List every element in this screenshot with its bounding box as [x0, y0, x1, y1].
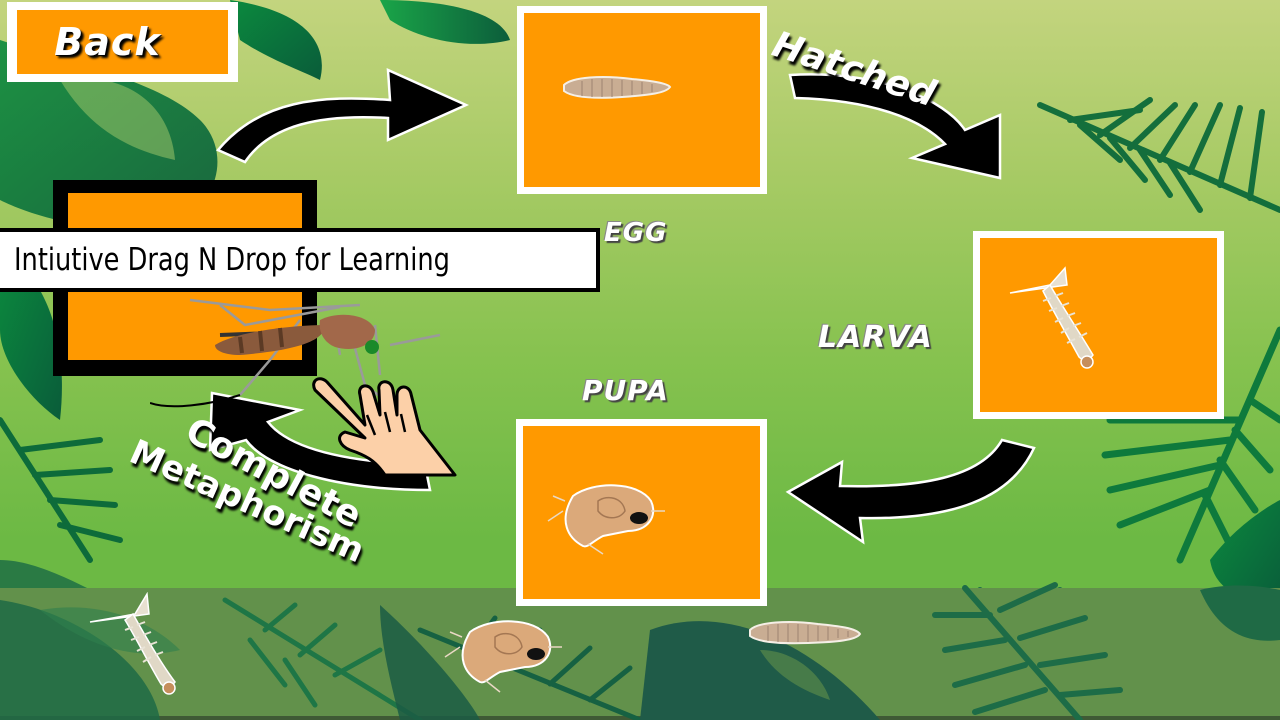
mosquito-pupa-icon — [547, 484, 665, 555]
tray-egg-piece[interactable] — [748, 616, 864, 650]
back-button[interactable]: Back — [7, 2, 238, 82]
ground-edge — [0, 716, 1280, 720]
mosquito-larva-icon — [1009, 266, 1094, 369]
pupa-label: PUPA — [582, 374, 669, 407]
mosquito-egg-icon — [563, 76, 672, 99]
pupa-stage-box[interactable] — [516, 419, 767, 606]
mosquito-adult-icon[interactable] — [150, 285, 450, 415]
egg-label: EGG — [604, 218, 668, 248]
back-button-label: Back — [54, 20, 161, 64]
larva-stage-box[interactable] — [973, 231, 1224, 419]
pupa-dropzone[interactable] — [523, 426, 760, 599]
larva-dropzone[interactable] — [980, 238, 1217, 412]
tray-pupa-piece[interactable] — [440, 612, 565, 694]
hand-pointer-icon — [312, 377, 457, 477]
egg-dropzone[interactable] — [524, 13, 760, 187]
egg-stage-box[interactable] — [517, 6, 767, 194]
back-button-face: Back — [17, 10, 228, 74]
larva-label: LARVA — [818, 320, 933, 355]
tray-larva-piece[interactable] — [85, 592, 195, 697]
tutorial-banner-text: Intiutive Drag N Drop for Learning — [14, 242, 450, 278]
tutorial-banner: Intiutive Drag N Drop for Learning — [0, 228, 600, 292]
